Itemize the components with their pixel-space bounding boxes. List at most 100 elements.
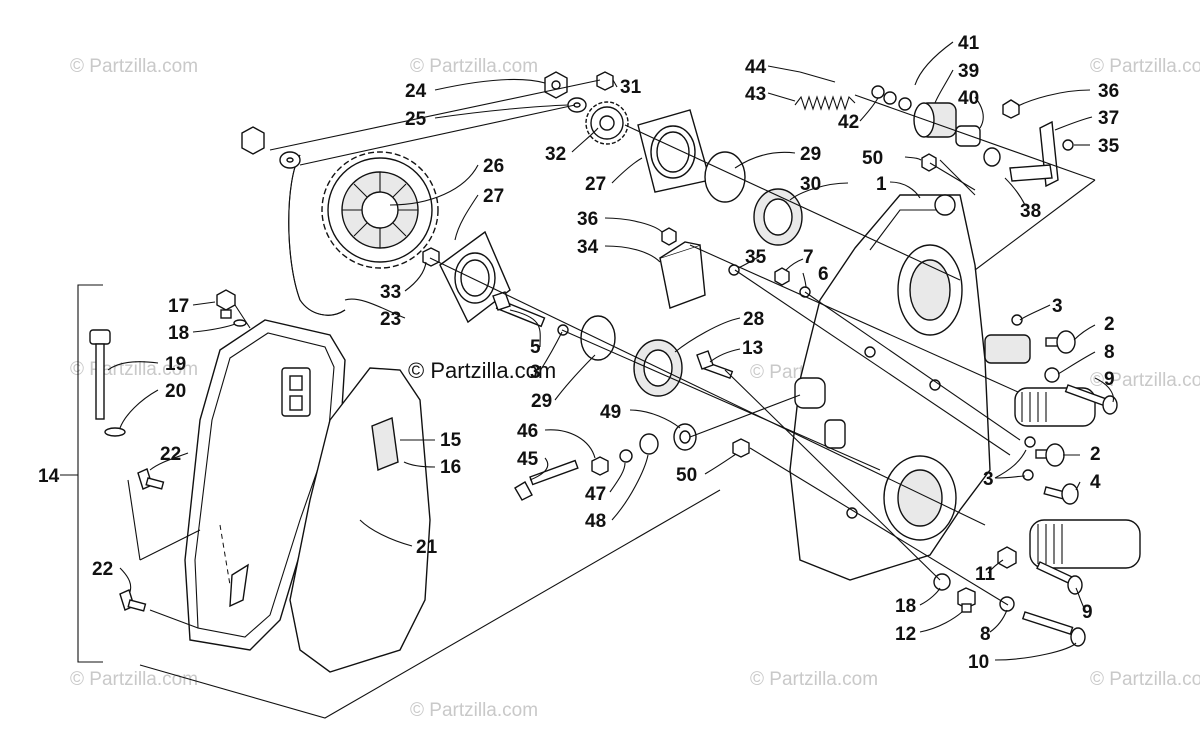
callout-19: 19 [165,354,186,375]
watermark: © Partzilla.com [70,669,198,690]
bracket-34 [659,241,706,309]
nut-top-left [241,126,265,155]
chaincase-housing [789,194,991,581]
o-ring-18 [233,319,247,327]
callout-47: 47 [585,484,606,505]
watermark: © Partzilla.com [750,669,878,690]
callout-18: 18 [895,596,916,617]
pin-44 [799,71,836,83]
o-ring-20 [104,427,126,437]
nut-50b [732,438,750,458]
callout-27: 27 [585,174,606,195]
washer-48 [639,433,659,455]
callout-36: 36 [577,209,598,230]
nut-50a [921,153,937,172]
o-ring-29 [704,151,746,203]
callout-33: 33 [380,282,401,303]
callout-24: 24 [405,81,427,102]
nut-31 [596,71,614,91]
callout-45: 45 [517,449,539,470]
leader-lines [107,41,1114,661]
callout-26: 26 [483,156,504,177]
plate-15 [371,417,399,471]
callout-28: 28 [743,309,764,330]
nut-7 [774,267,790,286]
callout-4: 4 [1090,472,1101,493]
callout-10: 10 [968,652,989,673]
callout-37: 37 [1098,108,1119,129]
watermark: © Partzilla.com [1090,56,1200,77]
callout-20: 20 [165,381,186,402]
nut-46 [591,456,609,476]
washer-42c [898,97,912,111]
bearing-plate-27 [637,109,711,193]
washer-top-left [279,151,301,169]
nut-36b [1002,99,1020,119]
callout-27: 27 [483,186,504,207]
callout-32: 32 [545,144,566,165]
watermark: © Partzilla.com [1090,370,1200,391]
bolt-2b [1035,443,1065,467]
callout-21: 21 [416,537,438,558]
large-sprocket [321,151,439,269]
arm-37 [1009,120,1059,188]
callout-29: 29 [531,391,552,412]
watermark-center: © Partzilla.com [408,358,556,383]
callout-49: 49 [600,402,621,423]
small-sprocket [585,101,629,145]
bolt-4 [1043,483,1079,505]
washer-42 [871,85,885,99]
watermark: © Partzilla.com [410,700,538,721]
callout-2: 2 [1104,314,1115,335]
callout-12: 12 [895,624,916,645]
nut-24 [544,71,568,99]
shaft-upper [984,334,1096,427]
callout-29: 29 [800,144,821,165]
group-bracket [60,284,721,719]
bolt-9b [1036,561,1083,595]
washer-3a [1011,314,1023,326]
callout-14: 14 [38,466,60,487]
callout-18: 18 [168,323,189,344]
bearing-plate-27b [439,230,511,324]
callout-15: 15 [440,430,462,451]
nut-11 [997,546,1017,569]
bolt-10 [1021,611,1086,647]
callout-44: 44 [745,57,767,78]
screw-22a [137,468,165,490]
callout-1: 1 [876,174,887,195]
washer-3c [1022,469,1034,481]
callout-50: 50 [862,148,883,169]
callout-38: 38 [1020,201,1041,222]
callout-22: 22 [92,559,113,580]
callout-13: 13 [742,338,763,359]
o-ring-29b [580,315,616,361]
callout-41: 41 [958,33,980,54]
callout-35: 35 [745,247,767,268]
bolt-13 [696,350,734,380]
callout-9: 9 [1104,369,1115,390]
washer-38 [983,147,1001,167]
bearing-30 [753,188,803,246]
callout-9: 9 [1082,602,1093,623]
callout-7: 7 [803,247,814,268]
callout-16: 16 [440,457,461,478]
callout-3: 3 [530,362,541,383]
spring-43 [794,95,856,111]
callout-labels: 1 2 2 3 3 3 4 5 6 7 8 8 9 9 10 11 12 13 … [38,33,1120,673]
drive-chain [288,154,346,316]
bushing-40 [955,125,981,147]
center-lines [127,79,1096,629]
callout-3: 3 [1052,296,1063,317]
callout-42: 42 [838,112,859,133]
washer-47 [619,449,633,463]
callout-23: 23 [380,309,401,330]
callout-5: 5 [530,337,541,358]
callout-50: 50 [676,465,697,486]
watermark: © Partzilla.com [70,56,198,77]
bolt-2a [1045,330,1076,354]
callout-3: 3 [983,469,994,490]
plug-17 [216,289,236,319]
callout-39: 39 [958,61,979,82]
